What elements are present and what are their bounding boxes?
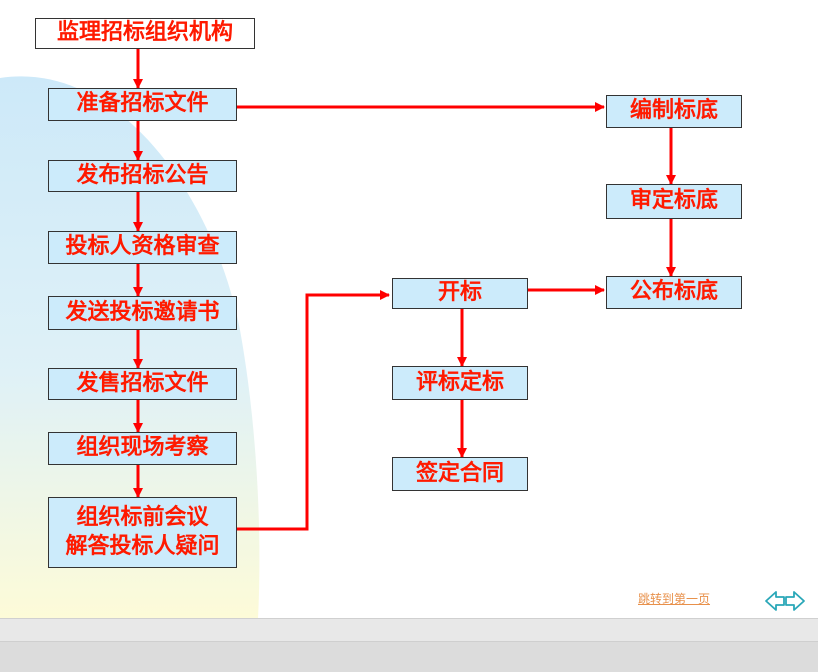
node-sell-docs: 发售招标文件	[48, 368, 237, 400]
arrow-n8-m1	[237, 290, 390, 531]
node-supervision-org: 监理招标组织机构	[35, 18, 255, 49]
next-arrow-icon[interactable]	[785, 591, 805, 611]
node-evaluation: 评标定标	[392, 366, 528, 400]
node-qualification-review: 投标人资格审查	[48, 231, 237, 264]
node-prebid-meeting-line2: 解答投标人疑问	[65, 533, 220, 559]
node-bid-opening: 开标	[392, 278, 528, 309]
jump-first-page-link[interactable]: 跳转到第一页	[638, 592, 711, 606]
node-approve-base-price: 审定标底	[606, 184, 742, 219]
page-nav	[764, 589, 806, 613]
status-bar	[0, 641, 818, 672]
node-sign-contract: 签定合同	[392, 457, 528, 491]
node-send-invitation: 发送投标邀请书	[48, 296, 237, 330]
node-compile-base-price: 编制标底	[606, 95, 742, 128]
node-publish-notice: 发布招标公告	[48, 160, 237, 192]
prev-arrow-icon[interactable]	[765, 591, 785, 611]
node-prebid-meeting: 组织标前会议 解答投标人疑问	[48, 497, 237, 568]
node-prebid-meeting-line1: 组织标前会议	[76, 504, 209, 530]
node-site-inspection: 组织现场考察	[48, 432, 237, 465]
node-publish-base-price: 公布标底	[606, 276, 742, 309]
node-prepare-docs: 准备招标文件	[48, 88, 237, 121]
